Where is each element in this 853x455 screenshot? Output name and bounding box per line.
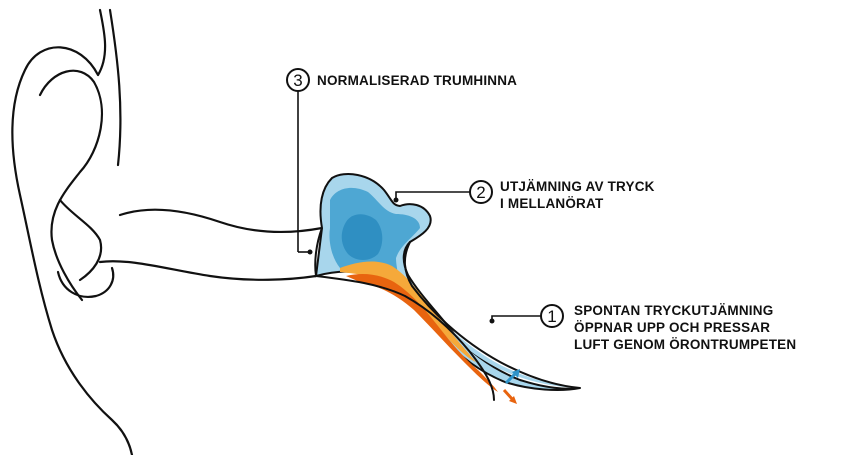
air-flow-region xyxy=(340,262,498,392)
callout-1-line-3: LUFT GENOM ÖRONTRUMPETEN xyxy=(574,337,796,352)
callout-3-dot xyxy=(308,250,313,255)
ear-inner-fold xyxy=(40,71,102,300)
callout-1-number: 1 xyxy=(547,307,556,326)
ear-antihelix xyxy=(60,200,101,280)
ear-outer-rim xyxy=(12,10,132,455)
canal-bottom-line xyxy=(100,261,316,280)
callout-1-line-1: SPONTAN TRYCKUTJÄMNING xyxy=(574,303,773,318)
callout-2-line-1: UTJÄMNING AV TRYCK xyxy=(500,179,655,194)
callout-1-leader xyxy=(492,316,541,320)
callout-2-number: 2 xyxy=(476,183,485,202)
callout-2-dot xyxy=(394,198,399,203)
air-flow-orange xyxy=(346,274,498,392)
callout-2-leader xyxy=(396,192,470,199)
callout-1-dot xyxy=(490,319,495,324)
middle-ear-dark xyxy=(342,214,383,260)
outer-ear xyxy=(12,10,132,455)
canal-top-line xyxy=(120,210,322,232)
callout-3-line-1: NORMALISERAD TRUMHINNA xyxy=(317,73,517,88)
callout-1-line-2: ÖPPNAR UPP OCH PRESSAR xyxy=(574,320,770,335)
callout-1: 1 SPONTAN TRYCKUTJÄMNING ÖPPNAR UPP OCH … xyxy=(490,303,797,352)
callout-2: 2 UTJÄMNING AV TRYCK I MELLANÖRAT xyxy=(394,179,655,211)
ear-lobe-inner xyxy=(58,268,113,297)
callout-3-number: 3 xyxy=(293,71,302,90)
ear-canal-outer-line xyxy=(110,10,120,165)
callout-2-line-2: I MELLANÖRAT xyxy=(500,196,604,211)
ear-canal xyxy=(100,210,322,280)
